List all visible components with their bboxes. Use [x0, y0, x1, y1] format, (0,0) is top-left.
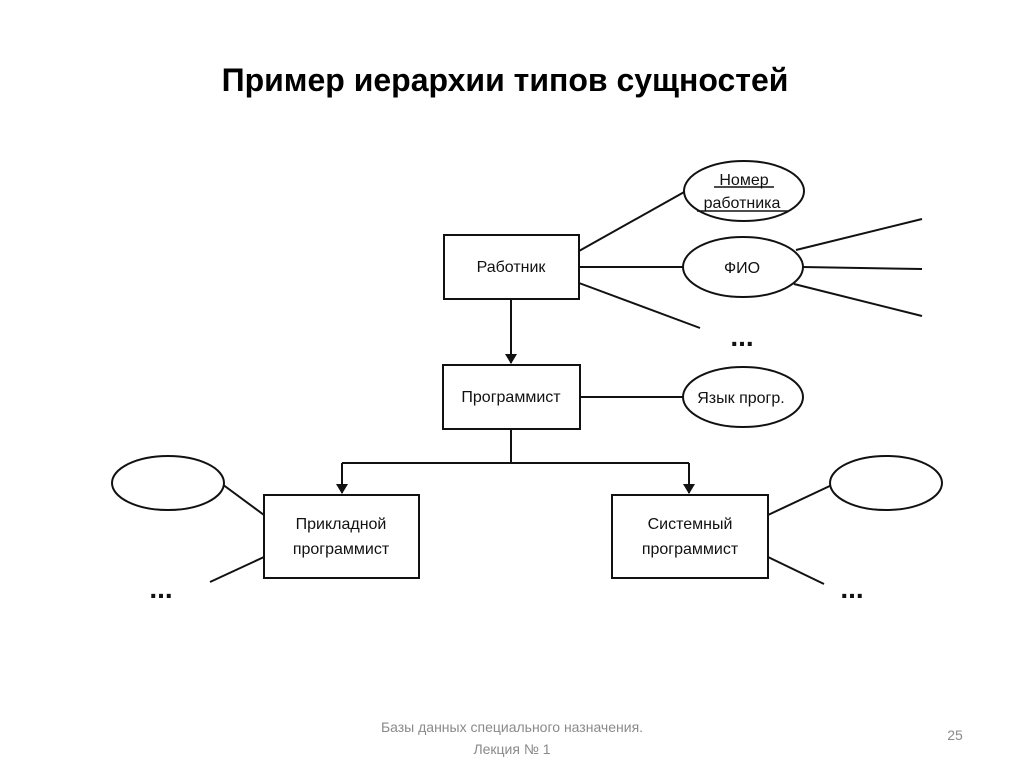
entity-system-label-line1: Системный — [648, 516, 733, 533]
full-name-part-link-1 — [795, 218, 923, 251]
attr-employee-number-line2: работника — [704, 195, 781, 212]
system-more-link — [767, 556, 825, 585]
entity-applied-label-line2: программист — [293, 541, 390, 558]
entity-employee-box — [443, 234, 580, 300]
attr-employee-number — [683, 160, 805, 222]
entity-programmer-box — [442, 364, 581, 430]
full-name-part-link-3 — [793, 283, 923, 317]
full-name-part-link-2 — [801, 266, 923, 270]
footer-lecture: Лекция № 1 — [473, 741, 551, 757]
attr-full-name — [682, 236, 804, 298]
attr-language-label: Язык прогр. — [697, 390, 784, 407]
applied-attr-link — [221, 483, 265, 516]
entity-programmer-label: Программист — [461, 389, 561, 406]
employee-more-ellipsis: ... — [730, 321, 753, 352]
attr-employee-number-line1: Номер — [719, 172, 768, 189]
entity-applied-programmer-box — [263, 494, 420, 579]
attr-full-name-label: ФИО — [724, 260, 760, 277]
entity-employee-label: Работник — [477, 259, 547, 276]
employee-number-link — [578, 190, 687, 252]
entity-system-label-line2: программист — [642, 541, 739, 558]
footer-course: Базы данных специального назначения. — [380, 719, 644, 735]
slide-footer: Базы данных специального назначения. Лек… — [262, 716, 762, 760]
attr-applied-unnamed — [111, 455, 225, 511]
page-number: 25 — [947, 727, 963, 743]
entity-system-programmer-box — [611, 494, 769, 579]
attr-system-unnamed — [829, 455, 943, 511]
entity-applied-label-line1: Прикладной — [296, 516, 387, 533]
attr-language — [682, 366, 804, 428]
slide-title: Пример иерархии типов сущностей — [221, 62, 789, 98]
applied-more-ellipsis: ... — [149, 573, 172, 604]
employee-more-link — [578, 282, 701, 329]
applied-more-link — [209, 556, 265, 583]
system-attr-link — [767, 483, 835, 516]
system-more-ellipsis: ... — [840, 573, 863, 604]
